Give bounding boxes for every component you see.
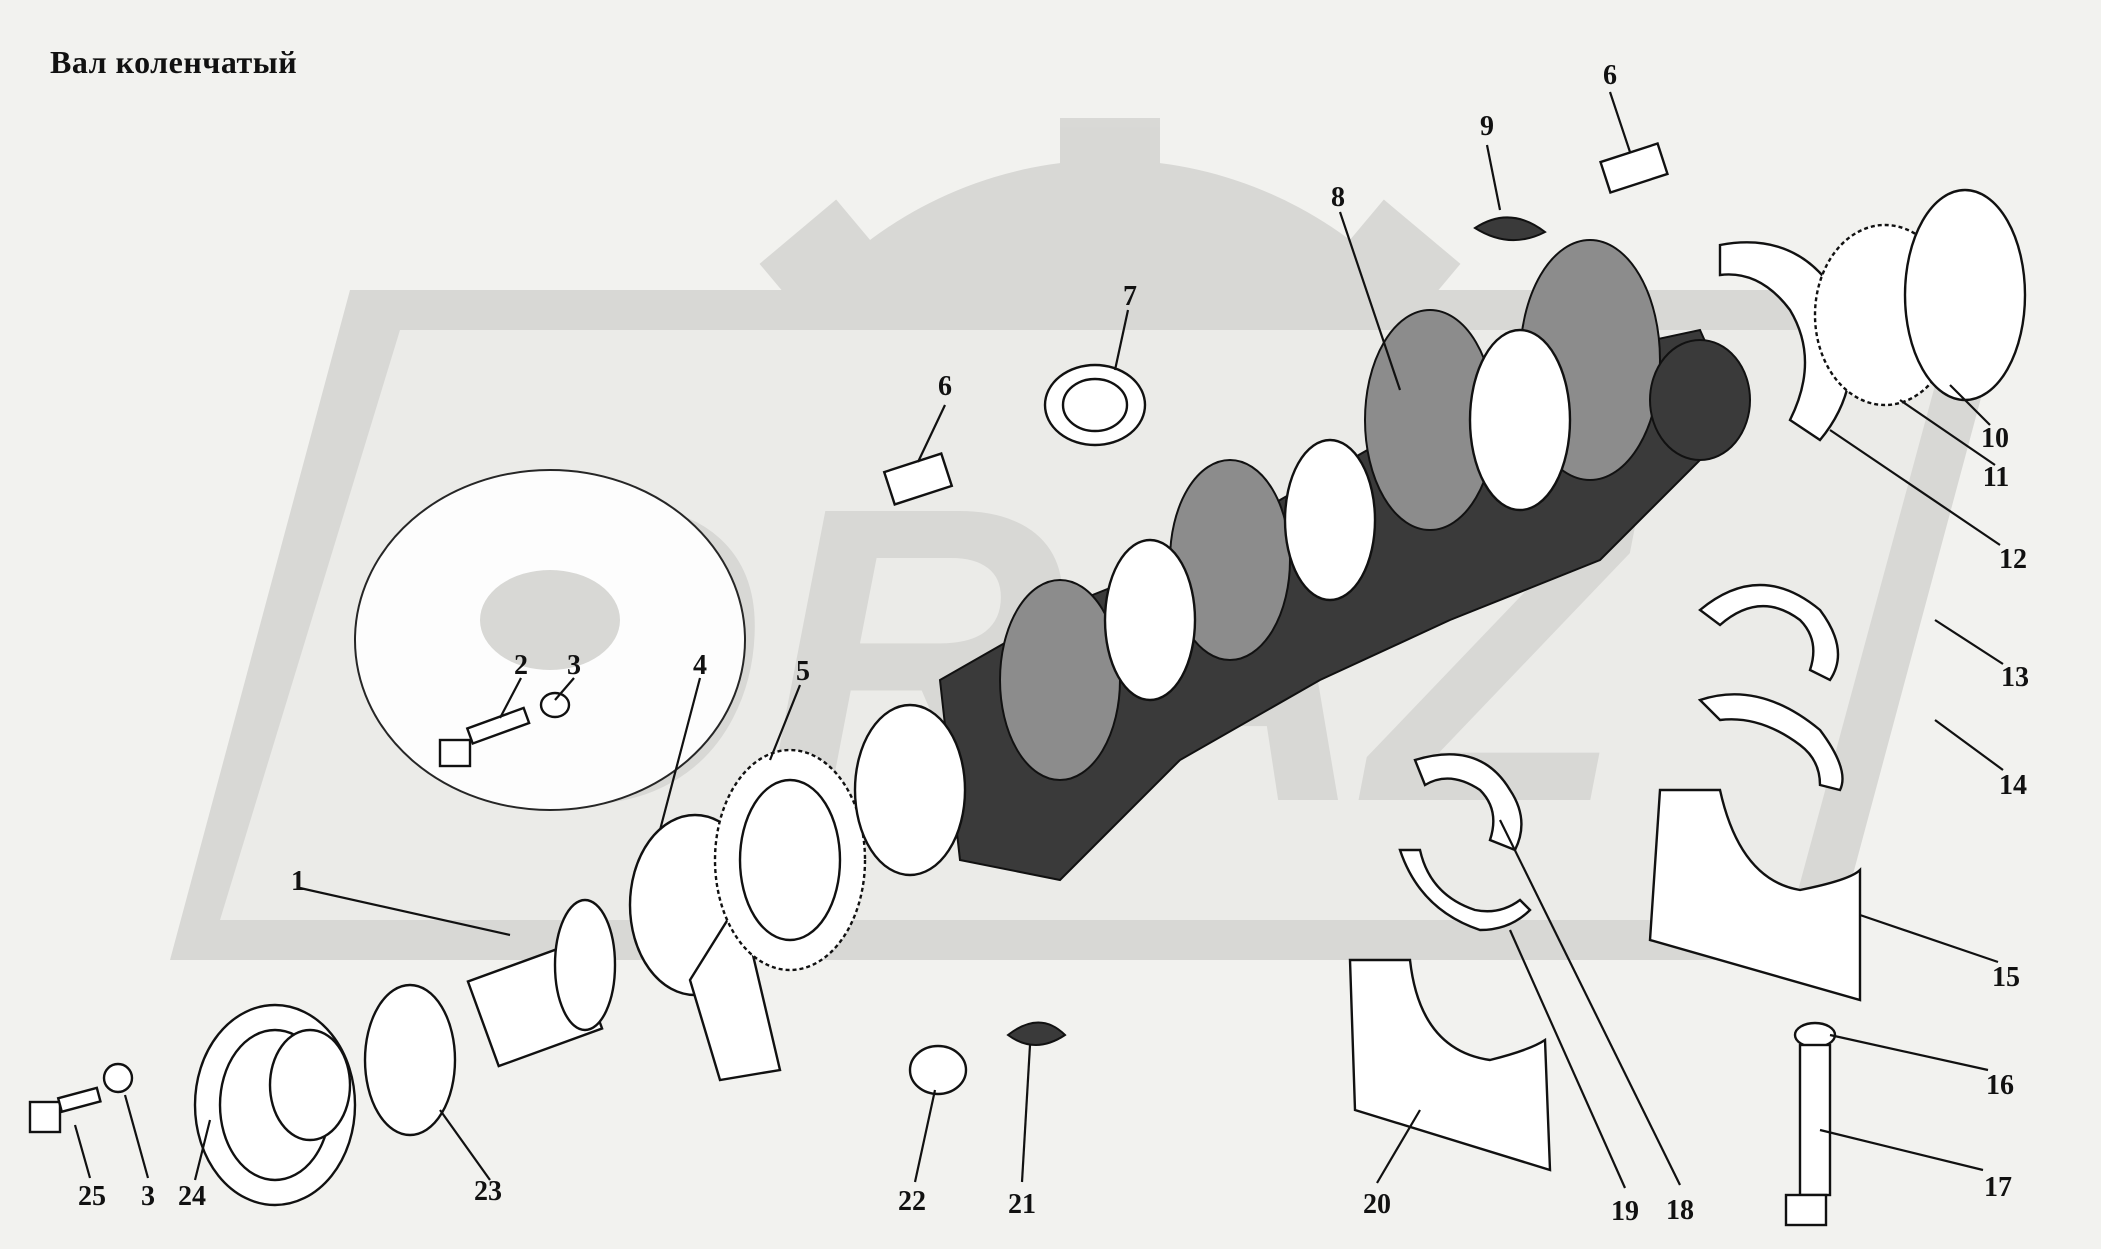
- pulley-24: [193, 1003, 357, 1207]
- callouts: 1 2 3 3 4 5 6 6 7 8 9 10 11 12 13 14 15 …: [78, 60, 2029, 1227]
- pin-6-right: [1599, 142, 1669, 194]
- bushing-22: [908, 1044, 968, 1096]
- bolt-2: [438, 706, 531, 768]
- crankshaft: [938, 239, 1751, 882]
- callout-2: 2: [514, 650, 528, 681]
- bearing-shells-13-14: [1697, 583, 1844, 792]
- callout-16: 16: [1986, 1070, 2014, 1101]
- callout-8: 8: [1331, 182, 1345, 213]
- damper-23: [363, 983, 457, 1137]
- callout-3: 3: [141, 1181, 155, 1212]
- bearing-7: [1043, 363, 1147, 447]
- callout-22: 22: [898, 1186, 926, 1217]
- callout-12: 12: [1999, 544, 2027, 575]
- callout-3: 3: [567, 650, 581, 681]
- callout-1: 1: [291, 866, 305, 897]
- hub-1: [466, 898, 617, 1068]
- callout-20: 20: [1363, 1189, 1391, 1220]
- bolt-25: [28, 1086, 102, 1134]
- main-bearing-cap-15: [1648, 788, 1862, 1002]
- washer-3-lower: [102, 1062, 134, 1094]
- callout-15: 15: [1992, 962, 2020, 993]
- page-title: Вал коленчатый: [50, 44, 298, 80]
- callout-5: 5: [796, 656, 810, 687]
- callout-10: 10: [1981, 423, 2009, 454]
- callout-13: 13: [2001, 662, 2029, 693]
- leader-lines: [73, 91, 2004, 1189]
- callout-17: 17: [1984, 1172, 2012, 1203]
- pin-6-left: [882, 452, 954, 506]
- callout-6: 6: [938, 371, 952, 402]
- callout-23: 23: [474, 1176, 502, 1207]
- callout-7: 7: [1123, 281, 1137, 312]
- gear-5: [713, 748, 867, 972]
- callout-19: 19: [1611, 1196, 1639, 1227]
- flange-10: [1903, 188, 2027, 402]
- bolt-17: [1784, 1021, 1837, 1227]
- callout-6: 6: [1603, 60, 1617, 91]
- washer-3-upper: [539, 691, 571, 719]
- main-bearing-cap-20: [1348, 958, 1552, 1172]
- callout-9: 9: [1480, 111, 1494, 142]
- callout-21: 21: [1008, 1189, 1036, 1220]
- callout-18: 18: [1666, 1195, 1694, 1226]
- flange-disc: [853, 703, 967, 877]
- callout-11: 11: [1983, 462, 2009, 493]
- key-21: [1006, 1021, 1067, 1046]
- key-9: [1473, 216, 1547, 242]
- callout-25: 25: [78, 1181, 106, 1212]
- callout-14: 14: [1999, 770, 2027, 801]
- callout-4: 4: [693, 650, 707, 681]
- callout-24: 24: [178, 1181, 206, 1212]
